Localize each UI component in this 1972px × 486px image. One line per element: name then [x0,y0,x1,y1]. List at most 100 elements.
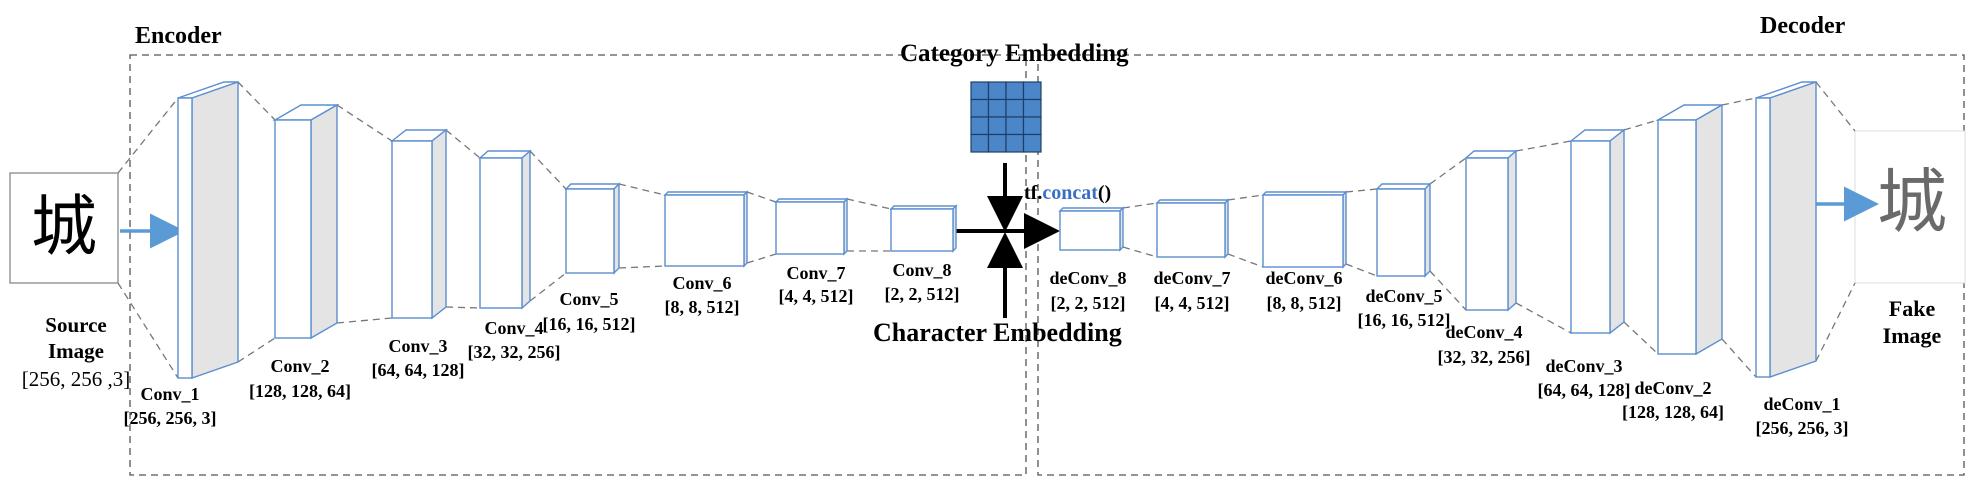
connection-line [237,81,276,121]
encoder-layer-name-3: Conv_3 [388,336,447,356]
encoder-layer-4-side-face [521,149,531,310]
decoder-layer-5-top-face [1375,183,1432,190]
embedding-cell [1005,81,1025,101]
embedding-cell [987,133,1007,153]
decoder-layer-shape-7: [128, 128, 64] [1622,402,1724,422]
decoder-layer-name-8: deConv_1 [1763,394,1840,414]
embedding-cell [1005,116,1025,136]
decoder-layer-shape-5: [32, 32, 256] [1438,347,1531,367]
encoder-layer-5-side-face [613,182,620,275]
encoder-layer-5-front-face [565,188,615,274]
fake-label-line1: Fake [1889,296,1936,321]
decoder-layer-5-front-face [1376,188,1426,277]
connection-line [1122,202,1158,209]
encoder-layer-7-front-face [775,201,845,255]
encoder-layer-8-front-face [890,208,954,252]
connection-line [237,337,276,363]
encoder-layer-name-1: Conv_1 [140,384,199,404]
decoder-layer-7 [1155,198,1230,259]
encoder-layer-6-front-face [664,194,745,267]
embedding-cell [987,81,1007,101]
decoder-layer-shape-4: [16, 16, 512] [1358,310,1451,330]
connection-line [529,150,567,190]
connection-line [117,97,179,174]
character-embedding-title: Character Embedding [873,318,1122,347]
decoder-layer-shape-8: [256, 256, 3] [1756,418,1849,438]
embedding-cell [1005,133,1025,153]
encoder-layer-shape-6: [8, 8, 512] [665,297,740,317]
connection-line [1345,263,1378,277]
decoder-layer-shape-1: [2, 2, 512] [1051,293,1126,313]
connection-line [1429,270,1467,311]
category-embedding-title: Category Embedding [900,40,1129,67]
connection-line [1227,194,1264,201]
decoder-layer-4-side-face [1507,149,1517,312]
encoder-layer-shape-2: [128, 128, 64] [249,381,351,401]
embedding-cell [1005,98,1025,118]
connection-line [618,265,666,269]
encoder-layer-1 [177,81,239,379]
source-shape: [256, 256 ,3] [22,367,131,391]
connection-line [445,306,481,309]
connection-line [529,272,567,302]
connection-line [1515,140,1572,152]
decoder-layer-name-4: deConv_5 [1365,286,1442,306]
connection-line [618,183,666,196]
encoder-layer-7 [774,197,849,256]
connection-line [1721,97,1757,106]
embedding-cell [1022,133,1042,153]
connection-lines [117,81,1856,379]
decoder-layer-8-front-face [1059,210,1121,251]
connection-line [1429,157,1467,185]
embedding-cell [1022,116,1042,136]
encoder-layer-name-2: Conv_2 [270,356,329,376]
decoder-layer-3 [1568,128,1627,335]
decoder-layer-4 [1464,149,1518,312]
encoder-title: Encoder [135,23,222,49]
encoder-layer-3-front-face [391,140,433,319]
concat-suffix: () [1098,182,1111,204]
connection-line [1515,302,1572,334]
concat-label: tf.concat() [1024,182,1111,204]
decoder-layer-7-front-face [1156,202,1226,258]
decoder-layer-shape-6: [64, 64, 128] [1538,380,1631,400]
encoder-layer-3 [389,128,449,320]
encoder-layer-shape-5: [16, 16, 512] [543,314,636,334]
decoder-layer-3-side-face [1609,128,1625,335]
encoder-layer-shape-3: [64, 64, 128] [372,360,465,380]
embedding-cell [970,98,990,118]
decoder-layer-5-side-face [1424,182,1431,278]
decoder-layer-shape-2: [4, 4, 512] [1155,293,1230,313]
category-embedding-grid [970,81,1042,153]
connection-line [746,253,777,264]
encoder-layer-name-5: Conv_5 [559,289,618,309]
layer-labels: Conv_1 [256, 256, 3] Conv_2 [128, 128, 64] C… [124,260,1849,438]
encoder-layer-5-top-face [564,183,621,190]
connection-line [336,317,393,324]
connection-line [1227,253,1264,268]
connection-line [1815,282,1856,362]
encoder-layer-1-side-face [191,81,239,379]
embedding-cell [1022,81,1042,101]
encoder-layer-2-front-face [274,119,312,339]
connection-line [846,198,892,210]
encoder-layer-8 [889,204,958,253]
embedding-cell [970,81,990,101]
decoder-layer-6 [1261,190,1348,269]
encoder-layer-4 [478,149,532,310]
encoder-layer-name-8: Conv_8 [892,260,951,280]
decoder-layer-4-front-face [1465,157,1509,311]
decoder-layer-name-1: deConv_8 [1049,268,1126,288]
decoder-layer-name-2: deConv_7 [1153,268,1230,288]
fake-label-line2: Image [1883,323,1942,348]
connection-line [746,191,777,203]
decoder-layer-2-side-face [1695,103,1723,356]
connection-line [117,282,179,379]
connection-line [1623,321,1659,355]
decoder-layer-2-front-face [1657,119,1697,355]
decoder-frame [1037,54,1965,476]
source-label-line2: Image [48,339,104,363]
embedding-cell [1022,98,1042,118]
embedding-cell [970,133,990,153]
